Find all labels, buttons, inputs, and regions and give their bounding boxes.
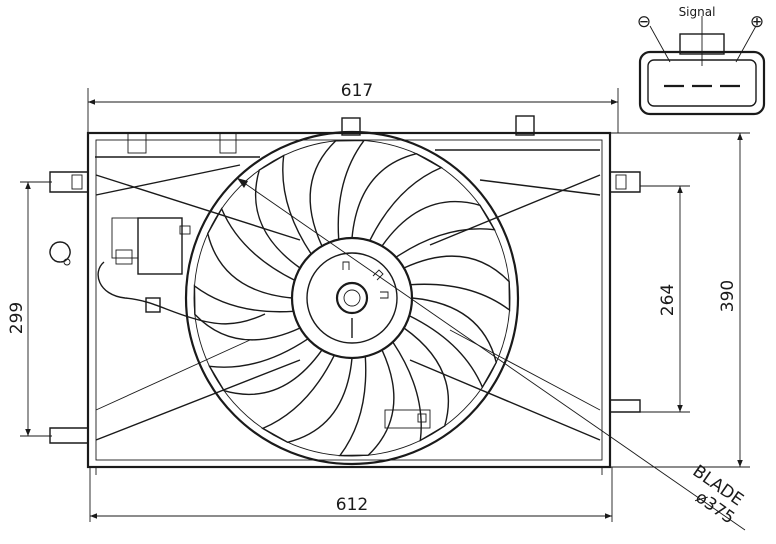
positive-symbol: ⊕ <box>750 12 764 32</box>
fan-ring <box>184 130 520 466</box>
left-height-value: 299 <box>7 302 27 334</box>
right-inner-height-value: 264 <box>658 284 678 316</box>
blade-diameter-leader <box>236 177 746 531</box>
bracket-tab <box>384 409 431 429</box>
fan-blade <box>261 355 353 444</box>
hub-shaft <box>335 281 369 315</box>
fan-blade <box>409 297 498 389</box>
right-outer-height-value: 390 <box>718 280 738 312</box>
bottom-width-value: 612 <box>336 495 368 515</box>
fan-blade <box>381 200 496 258</box>
shroud-frame <box>49 115 641 475</box>
fan-blade <box>351 152 443 241</box>
fan-blade <box>206 207 295 299</box>
motor-hub <box>290 236 414 360</box>
fan-blade <box>403 255 511 312</box>
fan <box>184 130 520 466</box>
resistor-module <box>97 217 266 325</box>
connector-detail: ⊖ Signal ⊕ <box>637 5 766 116</box>
fan-blade <box>309 139 366 247</box>
signal-label: Signal <box>679 5 716 19</box>
fan-blade <box>338 349 395 457</box>
top-width-value: 617 <box>341 81 373 101</box>
fan-blade <box>392 327 450 442</box>
fan-blades <box>193 139 511 457</box>
fan-blade <box>208 338 323 396</box>
fan-blade <box>193 284 301 341</box>
negative-symbol: ⊖ <box>637 12 651 32</box>
fan-blade <box>254 154 312 269</box>
